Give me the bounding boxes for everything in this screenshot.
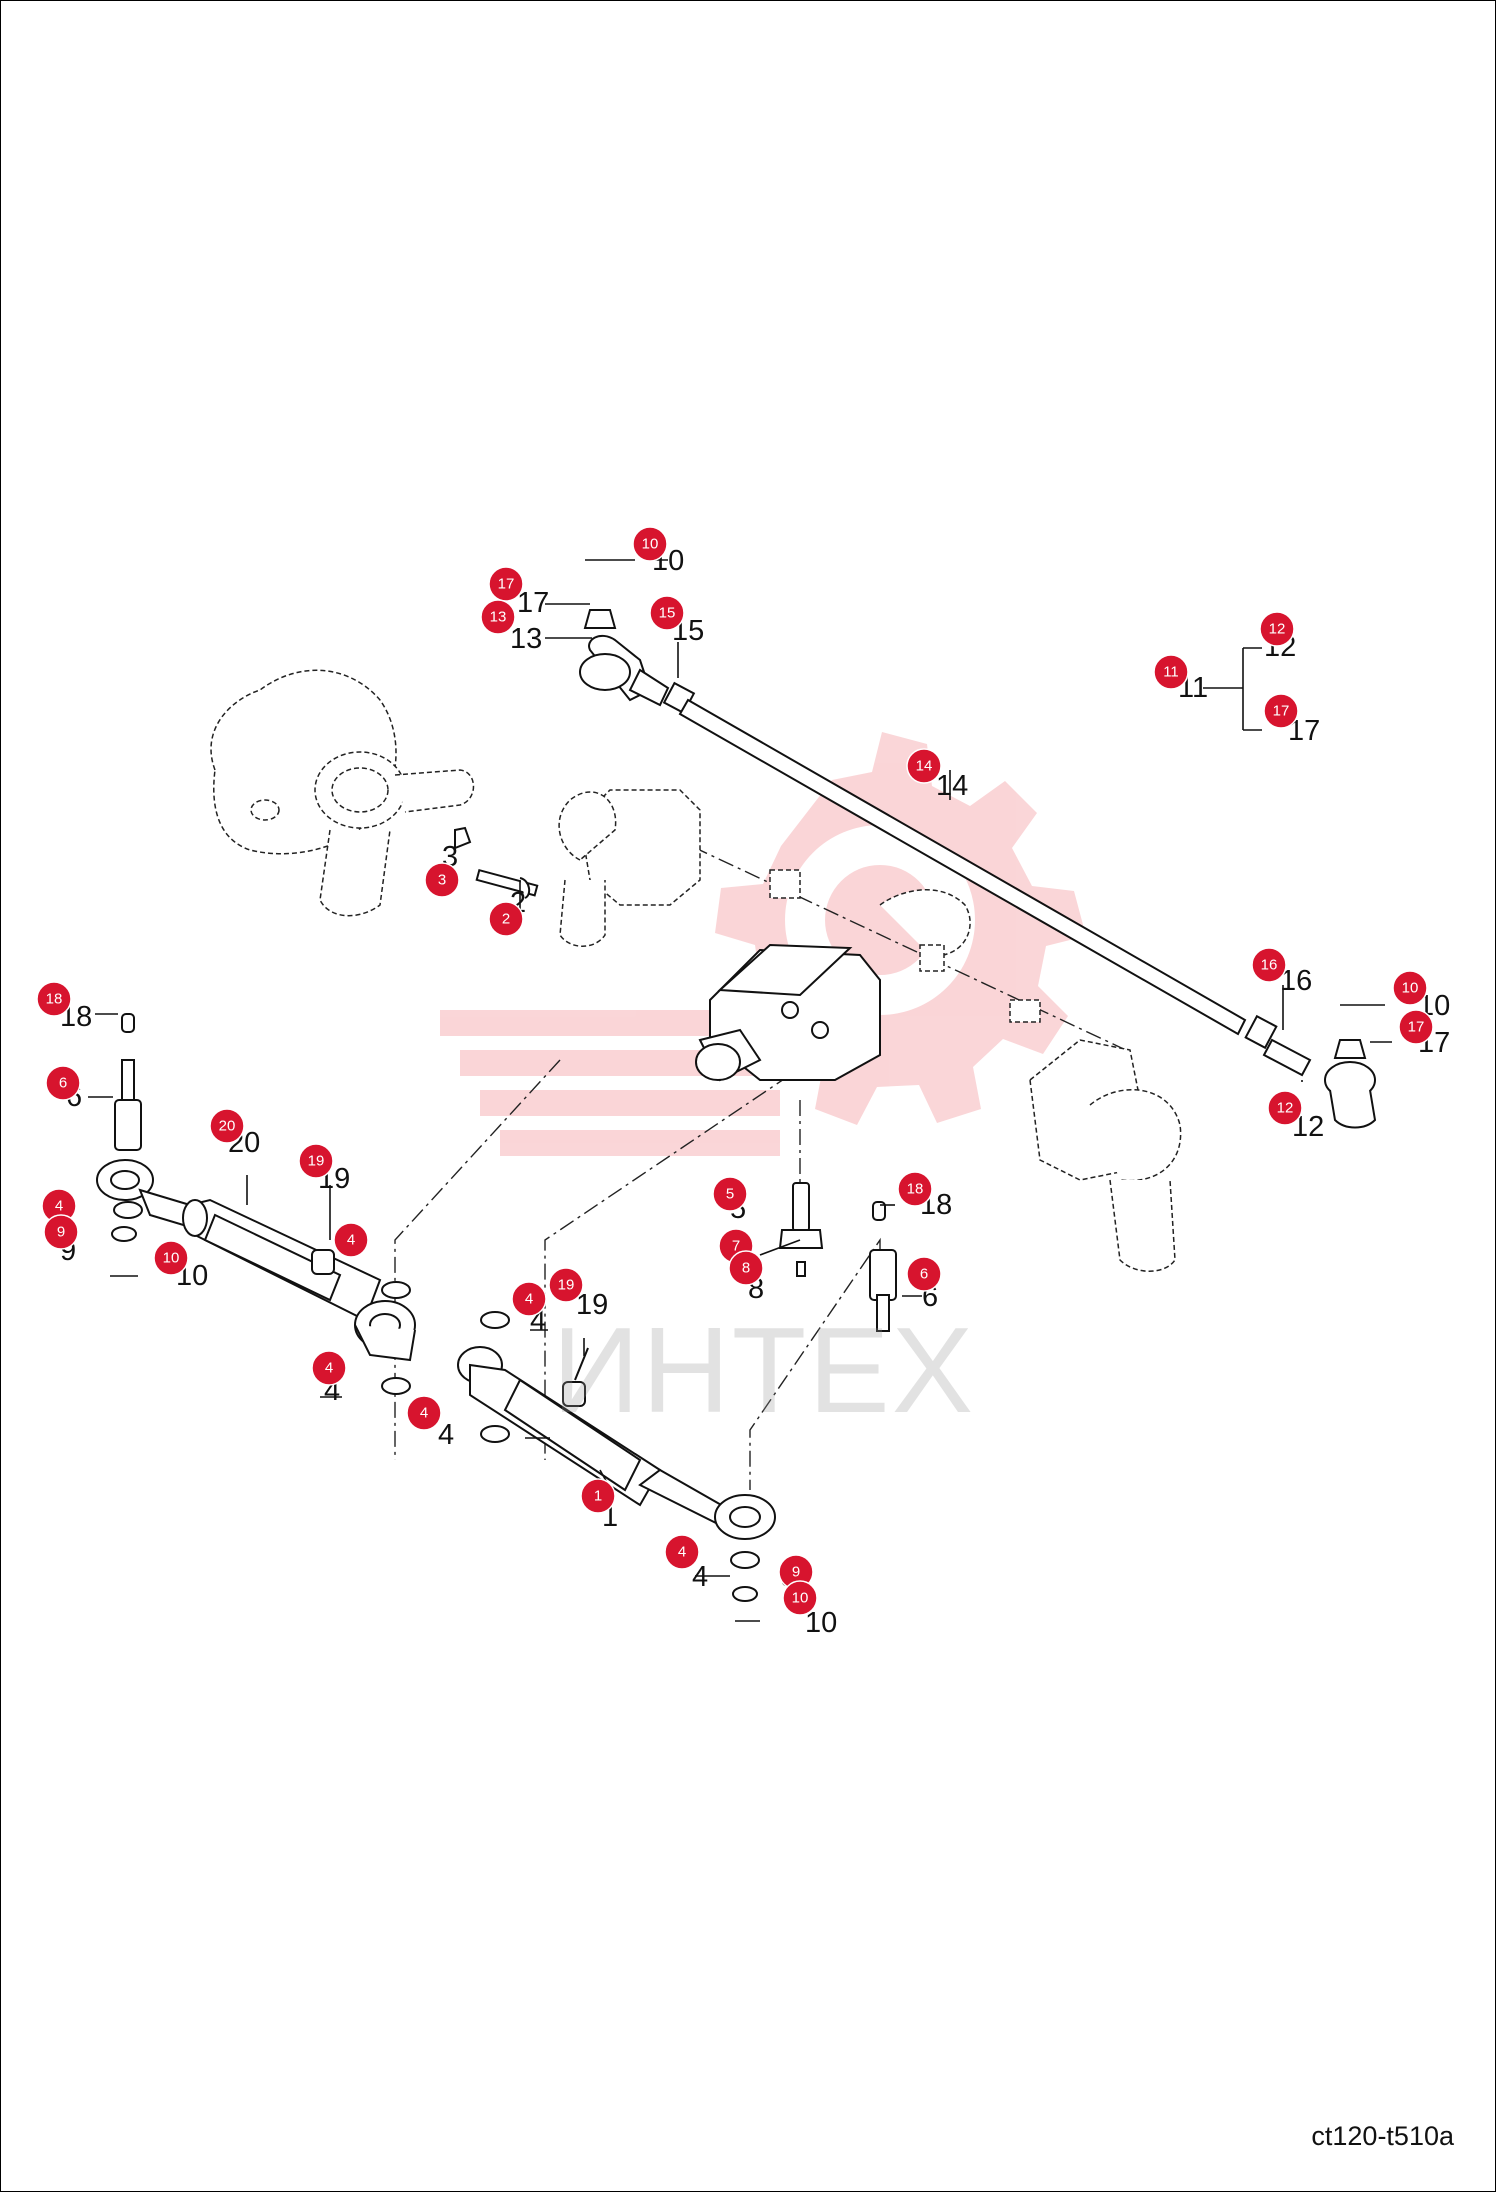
svg-text:5: 5	[726, 1186, 734, 1203]
callout-badge-5[interactable]: 5	[712, 1176, 748, 1212]
svg-text:10: 10	[1402, 980, 1419, 997]
callout-badge-18[interactable]: 18	[36, 981, 72, 1017]
callout-label-13: 13	[510, 623, 542, 655]
svg-text:11: 11	[1163, 664, 1179, 681]
callout-badge-3[interactable]: 3	[424, 862, 460, 898]
svg-text:13: 13	[490, 609, 507, 626]
callout-badge-8[interactable]: 8	[728, 1250, 764, 1286]
svg-text:9: 9	[792, 1564, 800, 1581]
svg-text:17: 17	[498, 576, 515, 593]
callout-badge-16[interactable]: 16	[1251, 947, 1287, 983]
svg-text:20: 20	[219, 1118, 236, 1135]
callout-badge-18[interactable]: 18	[897, 1171, 933, 1207]
callout-badge-10[interactable]: 10	[153, 1240, 189, 1276]
svg-text:6: 6	[59, 1075, 67, 1092]
svg-text:17: 17	[1273, 703, 1290, 720]
svg-text:8: 8	[742, 1260, 750, 1277]
svg-text:12: 12	[1269, 621, 1286, 638]
callout-badge-11[interactable]: 11	[1153, 654, 1189, 690]
steering-cylinder-right	[457, 1346, 776, 1622]
svg-text:19: 19	[558, 1277, 575, 1294]
callout-badge-1[interactable]: 1	[580, 1478, 616, 1514]
callout-badge-15[interactable]: 15	[649, 595, 685, 631]
svg-text:4: 4	[325, 1360, 333, 1377]
callout-badge-6[interactable]: 6	[906, 1256, 942, 1292]
knuckle-housing-center	[558, 789, 1041, 1023]
svg-text:9: 9	[57, 1224, 65, 1241]
svg-text:4: 4	[55, 1198, 63, 1215]
callout-badge-4[interactable]: 4	[311, 1350, 347, 1386]
watermark-text: ИНТЕХ	[552, 1302, 976, 1438]
svg-text:10: 10	[163, 1250, 180, 1267]
callout-badge-6[interactable]: 6	[45, 1065, 81, 1101]
callout-label-4: 4	[692, 1561, 708, 1593]
callout-badge-2[interactable]: 2	[488, 901, 524, 937]
svg-text:19: 19	[308, 1153, 325, 1170]
callout-label-17: 17	[517, 587, 549, 619]
callout-label-19: 19	[576, 1289, 608, 1321]
callout-label-4: 4	[438, 1419, 454, 1451]
steering-cylinder-left	[96, 1013, 416, 1362]
knuckle-housing-left	[210, 669, 475, 917]
callout-badge-4[interactable]: 4	[511, 1281, 547, 1317]
washers	[381, 1281, 510, 1443]
callout-badge-12[interactable]: 12	[1267, 1090, 1303, 1126]
svg-text:6: 6	[920, 1266, 928, 1283]
knuckle-housing-right	[1029, 1039, 1182, 1272]
callout-badge-20[interactable]: 20	[209, 1108, 245, 1144]
callout-label-14: 14	[936, 770, 968, 802]
svg-text:16: 16	[1261, 957, 1278, 974]
svg-text:1: 1	[594, 1488, 602, 1505]
callout-badge-4[interactable]: 4	[406, 1395, 442, 1431]
callout-badge-17[interactable]: 17	[1398, 1009, 1434, 1045]
svg-text:4: 4	[678, 1544, 686, 1561]
callout-badges: 10 17 13 15 12 11 17 14 3 2 16 10 17 12 …	[36, 526, 1434, 1616]
tie-rod-assembly	[579, 609, 1377, 1129]
svg-text:3: 3	[438, 872, 446, 889]
callout-badge-19[interactable]: 19	[548, 1267, 584, 1303]
callout-badge-10[interactable]: 10	[632, 526, 668, 562]
callout-badge-17[interactable]: 17	[1263, 693, 1299, 729]
assembly-lines	[394, 821, 1131, 1490]
svg-text:4: 4	[525, 1291, 533, 1308]
steering-valve-body	[695, 943, 881, 1082]
svg-text:10: 10	[642, 536, 659, 553]
callout-badge-19[interactable]: 19	[298, 1143, 334, 1179]
callout-labels: 10 17 13 15 12 11 17 14 3 2 16 10 17 12 …	[60, 545, 1450, 1639]
callout-badge-14[interactable]: 14	[906, 748, 942, 784]
callout-badge-13[interactable]: 13	[480, 599, 516, 635]
callout-badge-10[interactable]: 10	[1392, 970, 1428, 1006]
svg-text:12: 12	[1277, 1100, 1294, 1117]
drawing-code: ct120-t510a	[1311, 2121, 1454, 2151]
svg-text:4: 4	[420, 1405, 428, 1422]
callout-badge-17[interactable]: 17	[488, 566, 524, 602]
svg-text:7: 7	[732, 1238, 740, 1255]
svg-text:4: 4	[347, 1232, 355, 1249]
svg-text:17: 17	[1408, 1019, 1425, 1036]
callout-badge-12[interactable]: 12	[1259, 611, 1295, 647]
svg-text:18: 18	[46, 991, 63, 1008]
svg-text:15: 15	[659, 605, 676, 622]
callout-badge-4[interactable]: 4	[664, 1534, 700, 1570]
svg-text:18: 18	[907, 1181, 924, 1198]
svg-text:10: 10	[792, 1590, 809, 1607]
svg-text:14: 14	[916, 758, 933, 775]
callout-badge-9[interactable]: 9	[43, 1214, 79, 1250]
tie-rod-hardware	[454, 559, 1385, 1006]
svg-text:2: 2	[502, 911, 510, 928]
callout-badge-10[interactable]: 10	[782, 1580, 818, 1616]
callout-badge-4[interactable]: 4	[333, 1222, 369, 1258]
